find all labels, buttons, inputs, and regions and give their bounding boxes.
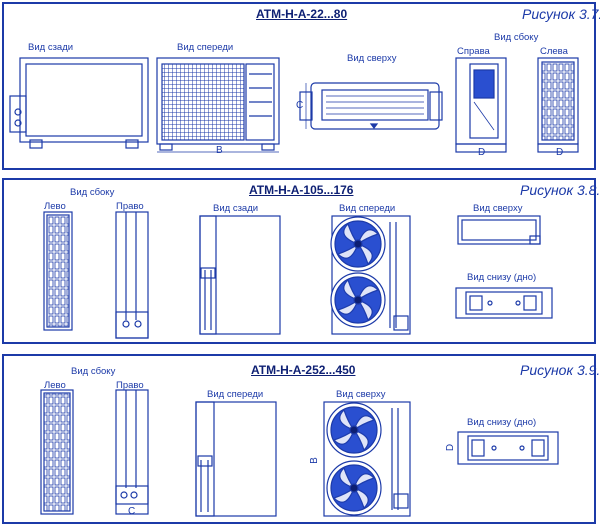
label-side-view-2: Вид сбоку (70, 187, 115, 198)
label-right-3: Право (116, 380, 144, 391)
label-rear-view-2: Вид сзади (213, 203, 259, 214)
label-front-view: Вид спереди (177, 42, 234, 53)
unit-top-view-252-450 (323, 401, 411, 517)
unit-top-view-22-80 (299, 82, 443, 130)
figure-panel-3-9 (2, 354, 596, 524)
label-top-view-2: Вид сверху (473, 203, 523, 214)
unit-side-left-22-80 (537, 57, 579, 153)
label-side-view: Вид сбоку (494, 32, 539, 43)
unit-bottom-view-105-176 (455, 287, 553, 319)
unit-side-right-22-80 (455, 57, 507, 153)
label-front-view-3: Вид спереди (207, 389, 264, 400)
figure-label-3-8: Рисунок 3.8. (520, 182, 600, 198)
label-bottom-view-2: Вид снизу (дно) (467, 272, 537, 283)
label-top-view: Вид сверху (347, 53, 397, 64)
label-side-view-3: Вид сбоку (71, 366, 116, 377)
model-title-22-80: ATM-H-A-22...80 (256, 7, 348, 21)
model-title-252-450: ATM-H-A-252...450 (251, 363, 356, 377)
label-left-3: Лево (44, 380, 66, 391)
label-rear-view: Вид сзади (28, 42, 74, 53)
unit-side-right-252-450 (115, 389, 149, 515)
label-top-view-3: Вид сверху (336, 389, 386, 400)
figure-label-3-9: Рисунок 3.9. (520, 362, 600, 378)
unit-front-view-105-176 (330, 215, 411, 335)
model-title-105-176: ATM-H-A-105...176 (249, 183, 354, 197)
unit-side-left-105-176 (43, 211, 73, 331)
figure-label-3-7: Рисунок 3.7. (522, 6, 600, 22)
label-left-view: Слева (540, 46, 568, 57)
dim-c-3: C (128, 506, 136, 517)
dim-b: B (216, 145, 223, 156)
unit-side-right-105-176 (115, 211, 149, 339)
unit-bottom-view-252-450 (457, 431, 559, 465)
figure-panel-3-8 (2, 178, 596, 344)
label-bottom-view-3: Вид снизу (дно) (467, 417, 537, 428)
unit-rear-view-105-176 (199, 215, 281, 335)
label-front-view-2: Вид спереди (339, 203, 396, 214)
label-right-2: Право (116, 201, 144, 212)
unit-front-view-22-80 (156, 57, 280, 153)
label-left-2: Лево (44, 201, 66, 212)
label-right-view: Справа (457, 46, 490, 57)
unit-top-view-105-176 (457, 215, 541, 245)
unit-side-left-252-450 (40, 389, 74, 515)
unit-front-view-252-450 (195, 401, 277, 517)
unit-rear-view-22-80 (9, 57, 149, 149)
